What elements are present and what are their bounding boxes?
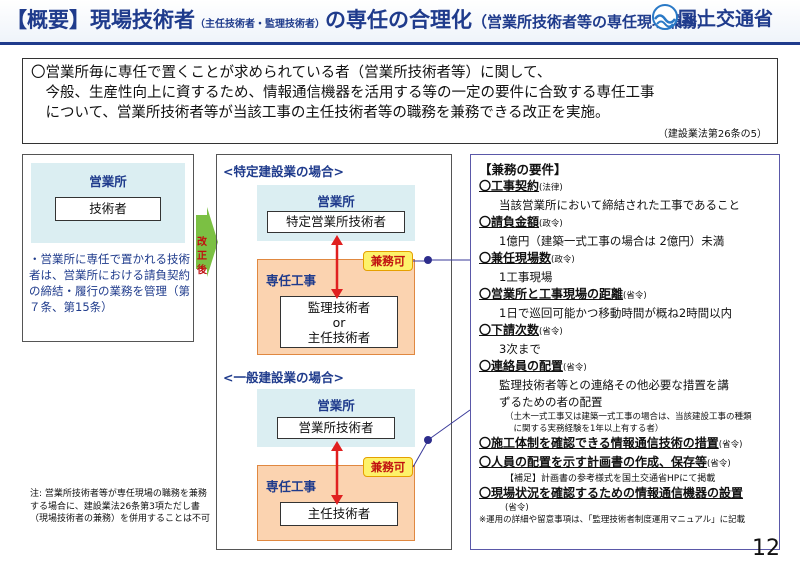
requirements-panel: 【兼務の要件】 〇工事契約(法律) 当該営業所において締結された工事であること … xyxy=(470,154,780,550)
req-item-heading: 〇人員の配置を示す計画書の作成、保存等(省令) xyxy=(479,455,731,469)
general-heading: <一般建設業の場合> xyxy=(223,370,344,385)
connector-lines xyxy=(331,235,430,505)
right-arrow-icon xyxy=(196,207,218,277)
req-item-body: 1日で巡回可能かつ移動時間が概ね2時間以内 xyxy=(499,306,733,320)
req-item-heading: 〇工事契約(法律) xyxy=(479,179,563,193)
site-engineer-1: 監理技術者 xyxy=(307,300,371,315)
site-label: 専任工事 xyxy=(266,479,317,494)
req-item-body: 1工事現場 xyxy=(499,270,553,284)
summary-reference: （建設業法第26条の5） xyxy=(657,129,767,140)
requirements-title: 【兼務の要件】 xyxy=(479,162,567,177)
before-panel: 営業所 技術者 ・営業所に専任で置かれる技術者は、営業所における請負契約の締結・… xyxy=(22,154,194,342)
site-label: 専任工事 xyxy=(266,273,317,288)
engineer-box: 技術者 xyxy=(55,197,161,221)
requirement-connectors xyxy=(424,256,471,444)
general-office-box: 営業所 営業所技術者 xyxy=(257,389,415,447)
page-number: 12 xyxy=(752,536,780,561)
title-main: 【概要】現場技術者 xyxy=(6,8,195,32)
general-site-engineer: 主任技術者 xyxy=(280,502,398,526)
summary-box: 〇営業所毎に専任で置くことが求められている者（営業所技術者等）に関して、 今般、… xyxy=(22,58,778,144)
footnote: 注: 営業所技術者等が専任現場の職務を兼務する場合に、建設業法26条第3項ただし… xyxy=(30,489,211,524)
general-office-engineer: 営業所技術者 xyxy=(277,417,395,439)
special-office-engineer: 特定営業所技術者 xyxy=(267,211,405,233)
special-site-engineers: 監理技術者 or 主任技術者 xyxy=(280,296,398,348)
req-item-heading: 〇下請次数(省令) xyxy=(479,323,563,337)
req-item-heading: 〇連絡員の配置(省令) xyxy=(479,359,587,373)
req-item-body: 当該営業所において締結された工事であること xyxy=(499,198,741,212)
special-office-box: 営業所 特定営業所技術者 xyxy=(257,185,415,241)
req-item-heading: 〇現場状況を確認するための情報通信機器の設置 xyxy=(479,486,744,500)
org-name: 国土交通省 xyxy=(678,8,774,30)
connector-dot-icon xyxy=(424,436,432,444)
req-item-body: 1億円（建築一式工事の場合は 2億円）未満 xyxy=(499,234,725,248)
office-label: 営業所 xyxy=(317,398,355,413)
site-or: or xyxy=(332,315,346,330)
req-item-tag: (省令) xyxy=(505,503,529,513)
req-supplement: 【補足】計画書の参考様式を国土交通省HPにて掲載 xyxy=(505,474,716,484)
summary-line: について、営業所技術者等が当該工事の主任技術者等の職務を兼務できる改正を実施。 xyxy=(31,105,610,121)
req-footnote: ※運用の詳細や留意事項は、「監理技術者制度運用マニュアル」に記載 xyxy=(479,515,746,525)
title-divider xyxy=(0,42,800,45)
general-concurrent-badge: 兼務可 xyxy=(363,457,413,477)
mlit-logo-icon xyxy=(652,4,678,30)
page-title: 【概要】現場技術者（主任技術者・監理技術者）の専任の合理化（営業所技術者等の専任… xyxy=(6,6,712,39)
office-label: 営業所 xyxy=(317,194,355,209)
req-item-body: 3次まで xyxy=(499,342,541,356)
office-label: 営業所 xyxy=(89,174,127,189)
req-item-heading: 〇施工体制を確認できる情報通信技術の措置(省令) xyxy=(479,436,743,450)
connector-dot-icon xyxy=(424,256,432,264)
summary-line: 〇営業所毎に専任で置くことが求められている者（営業所技術者等）に関して、 xyxy=(31,65,552,81)
summary-line: 今般、生産性向上に資するため、情報通信機器を活用する等の一定の要件に合致する専任… xyxy=(31,85,655,101)
req-tiny-note: （土木一式工事又は建築一式工事の場合は、当該建設工事の種類 xyxy=(505,412,752,422)
before-note: ・営業所に専任で置かれる技術者は、営業所における請負契約の締結・履行の業務を管理… xyxy=(29,252,190,314)
office-box: 営業所 技術者 xyxy=(31,163,185,243)
req-item-heading: 〇請負金額(政令) xyxy=(479,215,563,229)
title-rest: の専任の合理化 xyxy=(325,8,472,32)
req-item-body: ずるための者の配置 xyxy=(499,395,603,409)
req-item-body: 監理技術者等との連絡その他必要な措置を講 xyxy=(499,378,729,392)
special-concurrent-badge: 兼務可 xyxy=(363,251,413,271)
site-engineer-2: 主任技術者 xyxy=(307,330,371,345)
req-item-heading: 〇兼任現場数(政令) xyxy=(479,251,575,265)
req-tiny-note: に関する実務経験を1年以上有する者） xyxy=(505,424,664,434)
special-heading: <特定建設業の場合> xyxy=(223,164,344,179)
title-paren: （主任技術者・監理技術者） xyxy=(195,19,325,30)
arrow-label: 改正後 xyxy=(197,237,207,276)
after-panel: <特定建設業の場合> 営業所 特定営業所技術者 専任工事 監理技術者 or 主任… xyxy=(216,154,452,550)
req-item-heading: 〇営業所と工事現場の距離(省令) xyxy=(479,287,647,301)
